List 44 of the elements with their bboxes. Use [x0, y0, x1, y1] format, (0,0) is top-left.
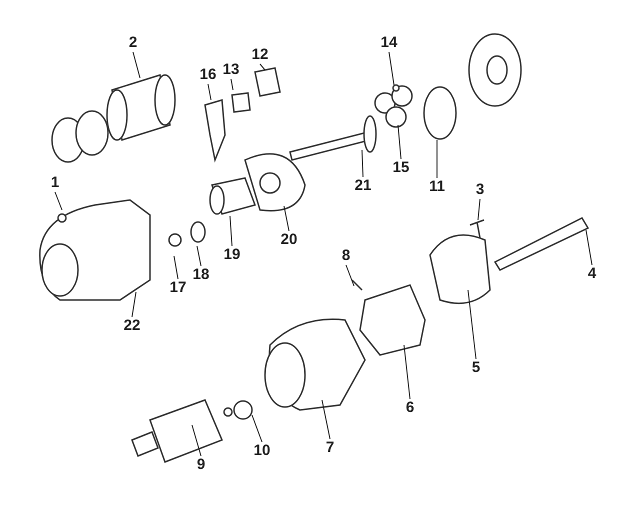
callout-number: 11 [429, 179, 445, 195]
leader-line [260, 64, 266, 70]
leader-line [174, 256, 178, 280]
leader-line [132, 292, 136, 318]
leader-line [398, 124, 402, 160]
callout-number: 22 [124, 318, 140, 334]
leader-line [404, 344, 410, 400]
leader-line [436, 140, 438, 178]
leader-line [192, 424, 202, 456]
leader-line [208, 84, 212, 100]
leader-line [388, 52, 394, 86]
leader-line [362, 150, 364, 178]
leader-line [284, 206, 290, 232]
leader-line [478, 198, 480, 220]
callout-number: 8 [342, 248, 350, 264]
callout-number: 10 [254, 443, 270, 459]
callout-number: 1 [50, 175, 60, 191]
callout-number: 14 [380, 35, 398, 51]
leader-line [322, 400, 330, 440]
callout-number: 17 [170, 280, 186, 296]
leader-line [54, 192, 62, 210]
leader-line [196, 246, 202, 266]
leader-line [468, 290, 476, 360]
leader-line [132, 52, 140, 78]
callout-number: 5 [472, 360, 480, 376]
leader-line [586, 230, 592, 266]
leader-line [346, 264, 354, 286]
callout-number: 2 [128, 35, 138, 51]
callout-number: 4 [588, 266, 596, 282]
callout-number: 20 [280, 232, 298, 248]
callout-number: 12 [252, 47, 268, 63]
callout-number: 16 [200, 67, 216, 83]
leader-line [230, 216, 232, 246]
callout-number: 13 [222, 62, 240, 78]
callout-number: 18 [192, 267, 210, 283]
callout-number: 6 [406, 400, 414, 416]
callout-number: 7 [326, 440, 334, 456]
callout-number: 21 [354, 178, 372, 194]
callout-number: 15 [392, 160, 410, 176]
leader-line [252, 414, 262, 442]
callout-number: 9 [196, 457, 206, 473]
callout-number: 3 [476, 182, 484, 198]
leader-line [230, 78, 234, 90]
callout-number: 19 [224, 247, 240, 263]
